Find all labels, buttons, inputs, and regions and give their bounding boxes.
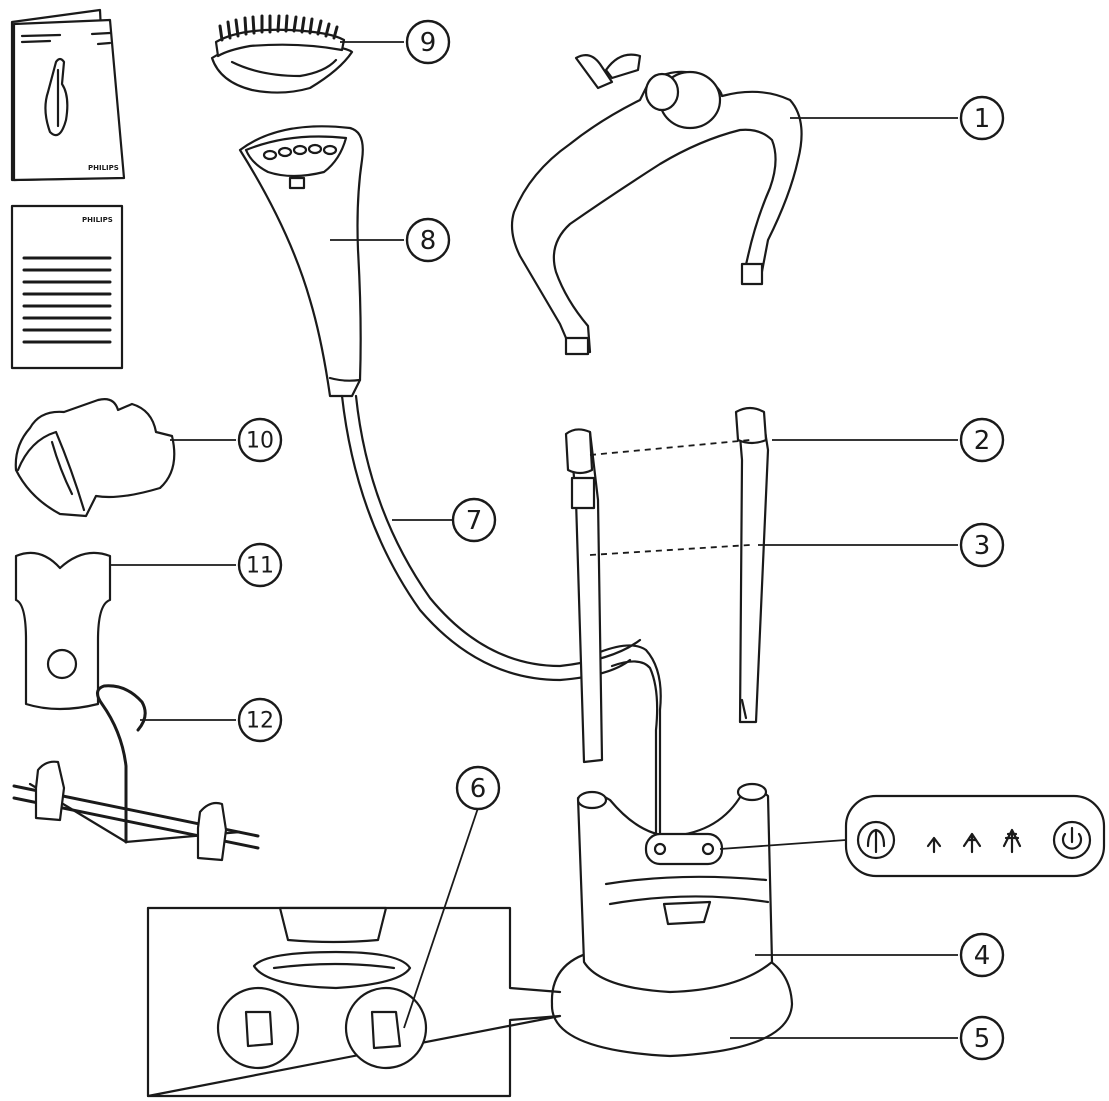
callout-number: 9 [420,28,437,58]
user-manual-booklet: PHILIPS [10,8,126,182]
booklet-brand: PHILIPS [88,164,119,172]
leader-lines [110,41,958,1039]
callout-6: 6 [455,765,501,811]
callout-11: 11 [237,542,283,588]
callout-circle [959,1015,1005,1061]
callout-number: 10 [246,429,274,454]
steam-high-icon [1002,828,1022,854]
callout-circle [451,497,497,543]
callout-circle [959,932,1005,978]
steam-medium-icon [962,832,982,854]
callout-number: 3 [974,531,991,561]
clip-hanger [12,684,260,862]
leaflet-brand: PHILIPS [82,216,113,224]
callout-number: 6 [470,774,487,804]
steam-hose [340,394,662,842]
callout-circle [405,217,451,263]
callout-circle [405,19,451,65]
callout-7: 7 [451,497,497,543]
ironing-pad [14,551,112,711]
callout-circle [959,417,1005,463]
callout-number: 11 [246,554,274,579]
callout-1: 1 [959,95,1005,141]
callout-number: 8 [420,226,437,256]
steam-low-icon [926,836,942,854]
callout-circle [959,95,1005,141]
callout-5: 5 [959,1015,1005,1061]
callout-circle [237,417,283,463]
steamer-base-unit [550,782,794,1058]
callout-number: 1 [974,104,991,134]
callout-number: 4 [974,941,991,971]
callout-8: 8 [405,217,451,263]
callout-4: 4 [959,932,1005,978]
steamer-handle [238,125,364,398]
callout-circle [959,522,1005,568]
callout-number: 7 [466,506,483,536]
pole-sections [564,406,770,764]
leaflet-document: PHILIPS [10,204,124,370]
callout-number: 5 [974,1024,991,1054]
callout-10: 10 [237,417,283,463]
callout-9: 9 [405,19,451,65]
callout-2: 2 [959,417,1005,463]
callout-number: 12 [246,709,274,734]
callout-3: 3 [959,522,1005,568]
brush-attachment [210,14,354,94]
callout-12: 12 [237,697,283,743]
callout-circle [237,542,283,588]
callout-circle [455,765,501,811]
power-icon [1052,820,1092,860]
callout-number: 2 [974,426,991,456]
garment-hanger-arc [510,53,803,356]
control-panel-detail [844,794,1106,878]
steam-boost-icon [856,820,896,860]
callout-circle [237,697,283,743]
ironing-mitt [14,398,176,518]
inset-detail-box [146,906,562,1098]
